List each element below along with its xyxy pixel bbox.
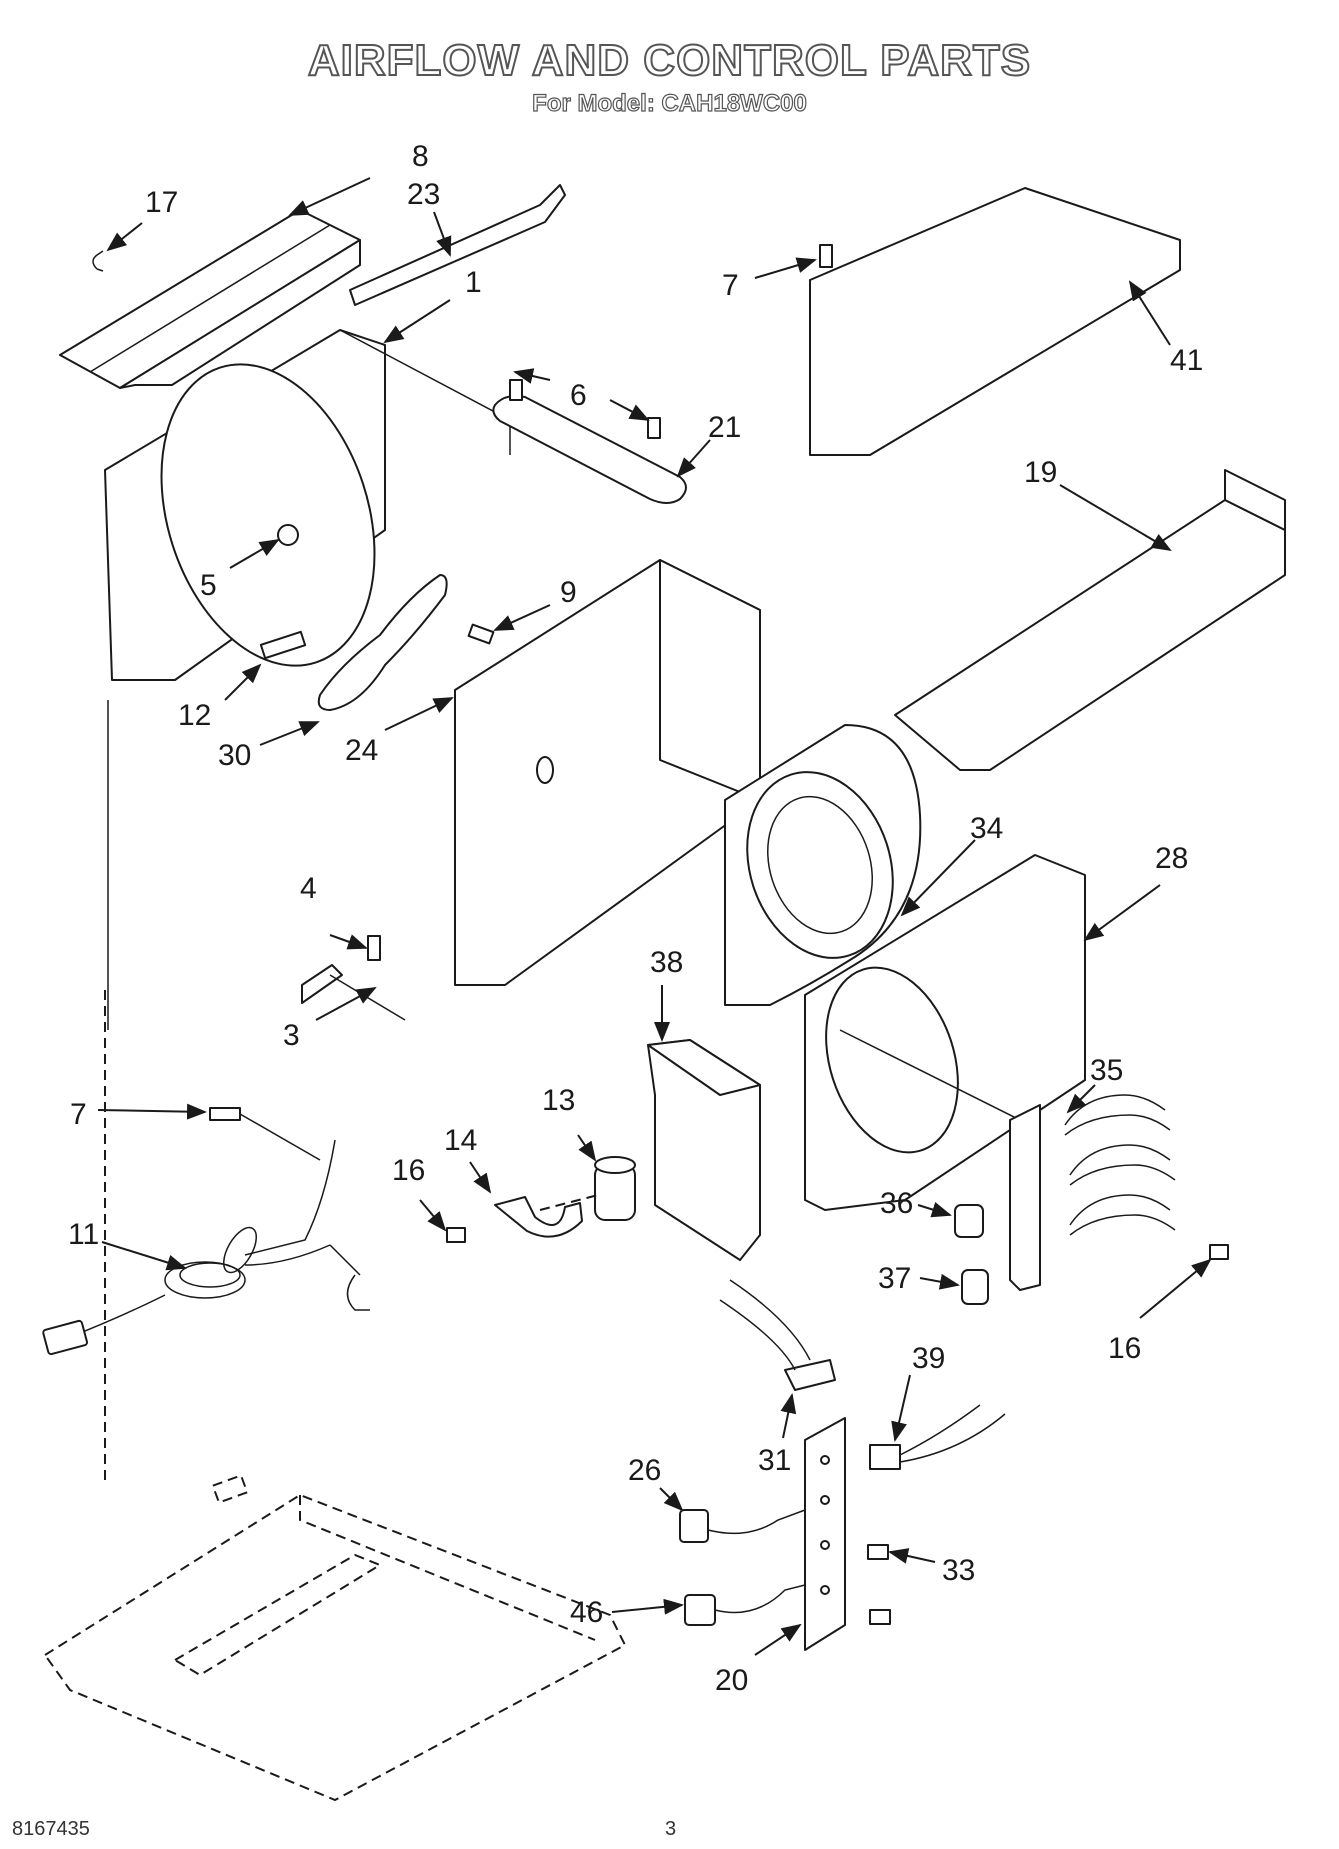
callout-5: 5 <box>200 569 217 602</box>
part-14-strap <box>494 1196 583 1238</box>
callout-11: 11 <box>68 1218 99 1251</box>
callout-41: 41 <box>1170 344 1203 377</box>
part-41-top-cover <box>809 187 1181 456</box>
part-12-bracket <box>259 630 307 660</box>
part-6-screw-a <box>509 379 523 401</box>
part-16-screw-a <box>446 1227 466 1243</box>
callout-7b: 7 <box>70 1098 87 1131</box>
part-36-limiter <box>954 1204 984 1238</box>
part-37-limiter <box>961 1269 989 1305</box>
part-38-control-box <box>647 1039 761 1261</box>
callout-35: 35 <box>1090 1054 1123 1087</box>
callout-46: 46 <box>570 1596 603 1629</box>
callout-4: 4 <box>300 872 317 905</box>
part-17-clip <box>92 250 104 272</box>
document-number: 8167435 <box>12 1818 90 1840</box>
callout-36: 36 <box>880 1187 913 1220</box>
part-31-relay <box>719 1279 836 1391</box>
part-4-screw <box>367 935 381 961</box>
callout-38: 38 <box>650 946 683 979</box>
part-9-screw <box>467 623 495 645</box>
part-33-screw-a <box>867 1544 889 1560</box>
part-20-switch-plate <box>804 1417 846 1651</box>
callout-20: 20 <box>715 1664 748 1697</box>
callout-7a: 7 <box>722 269 739 302</box>
part-11-power-cord <box>42 1139 370 1356</box>
part-13-capacitor <box>594 1156 636 1221</box>
callout-21: 21 <box>708 411 741 444</box>
part-33-screw-b <box>869 1609 891 1625</box>
power-plug <box>42 1319 89 1356</box>
page-subtitle: For Model: CAH18WC00 <box>532 89 808 117</box>
switch-wire-b <box>714 1584 806 1614</box>
leader-lines <box>97 177 1212 1656</box>
callout-3: 3 <box>283 1019 300 1052</box>
callout-14: 14 <box>444 1124 477 1157</box>
callout-19: 19 <box>1024 456 1057 489</box>
part-7-screw-cord <box>209 1107 241 1121</box>
strap-alignment-line <box>539 1194 599 1211</box>
callout-8: 8 <box>412 140 429 173</box>
page-number: 3 <box>665 1818 677 1840</box>
callout-28: 28 <box>1155 842 1188 875</box>
part-6-screw-b <box>647 417 661 439</box>
callout-23: 23 <box>407 178 440 211</box>
callout-39: 39 <box>912 1342 945 1375</box>
callout-12: 12 <box>178 699 211 732</box>
part-7-screw-top <box>819 244 833 268</box>
part-19-base-rail <box>894 469 1286 771</box>
part-16-screw-b <box>1209 1244 1229 1260</box>
part-21-bracket <box>492 379 687 504</box>
callout-37: 37 <box>878 1262 911 1295</box>
part-3-lever <box>301 935 406 1021</box>
callout-17: 17 <box>145 186 178 219</box>
part-30-fan-blade <box>317 574 448 711</box>
part-39-connector <box>869 1404 1006 1470</box>
callout-16b: 16 <box>1108 1332 1141 1365</box>
part-34-blower-housing <box>724 724 922 1006</box>
callout-6: 6 <box>570 379 587 412</box>
page-title: AIRFLOW AND CONTROL PARTS <box>307 35 1032 86</box>
callout-30: 30 <box>218 739 251 772</box>
part-23-seal-strip <box>349 184 566 306</box>
callout-24: 24 <box>345 734 378 767</box>
part-24-partition <box>454 559 761 986</box>
callout-1: 1 <box>465 266 482 299</box>
callout-31: 31 <box>758 1444 791 1477</box>
part-8-top-deflector <box>59 209 361 389</box>
callout-34: 34 <box>970 812 1003 845</box>
part-35-heater <box>1009 1094 1176 1291</box>
part-1-shroud <box>104 329 511 681</box>
callout-26: 26 <box>628 1454 661 1487</box>
callout-33: 33 <box>942 1554 975 1587</box>
part-46-switch <box>684 1594 716 1626</box>
callout-16a: 16 <box>392 1154 425 1187</box>
switch-wire-a <box>707 1509 806 1535</box>
callout-13: 13 <box>542 1084 575 1117</box>
base-pan-dashed <box>43 990 627 1802</box>
part-5-nut <box>277 524 299 546</box>
screw-alignment-line <box>239 1113 321 1161</box>
part-26-switch <box>679 1509 709 1543</box>
callout-9: 9 <box>560 576 577 609</box>
